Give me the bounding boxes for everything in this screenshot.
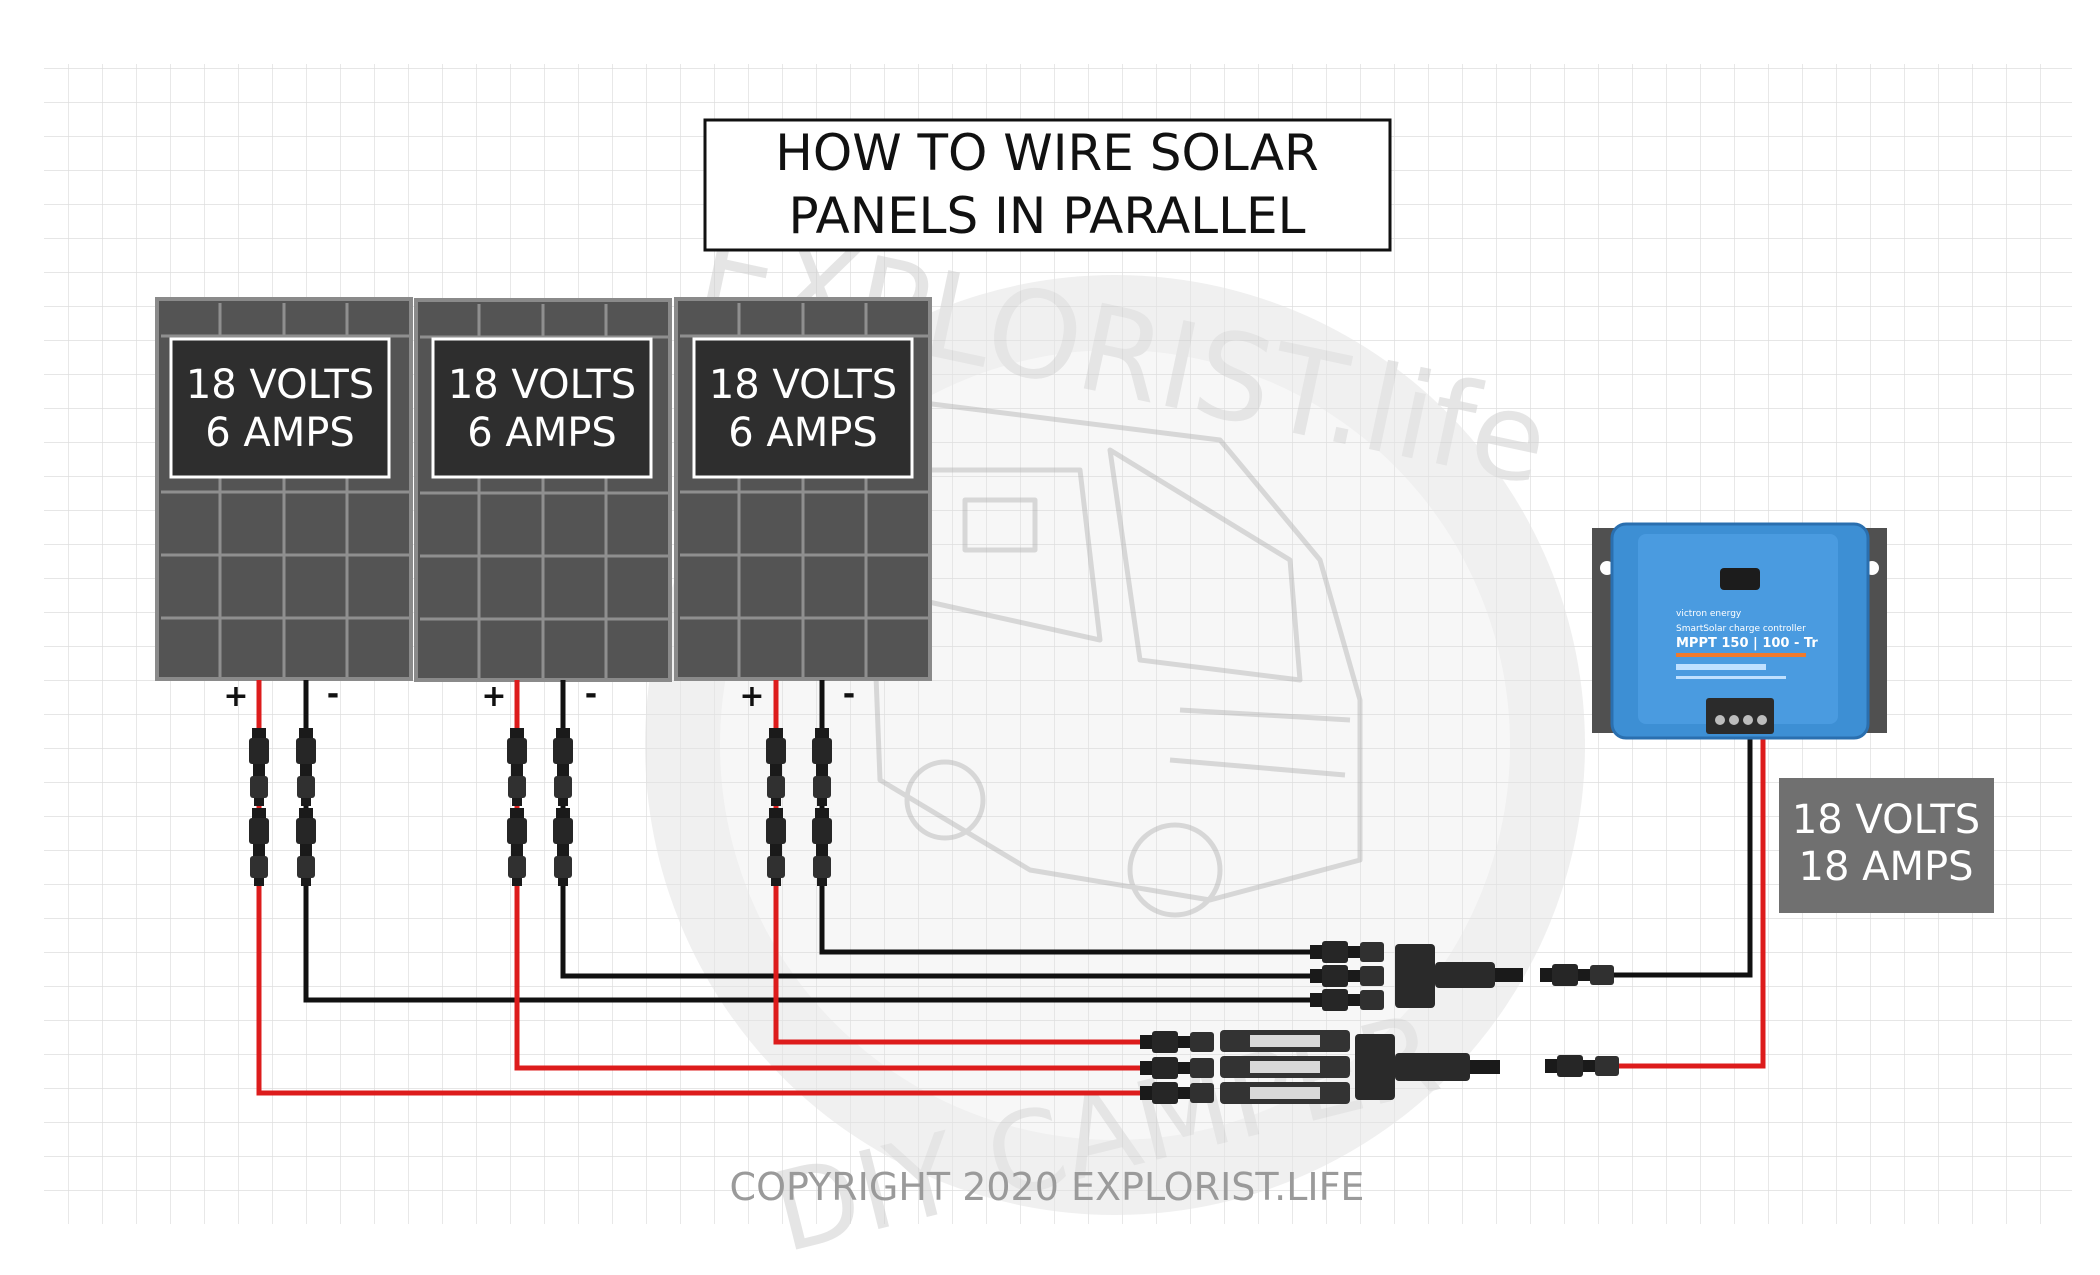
panel-3-minus-label: -	[843, 677, 855, 712]
panel-1-plus-label: +	[223, 679, 248, 714]
positive-branch-connector	[1140, 1030, 1619, 1104]
panel-1-volts: 18 VOLTS	[186, 362, 374, 408]
panel-3-plus-label: +	[739, 679, 764, 714]
terminal-block	[1706, 698, 1774, 734]
panel-1-label-box	[169, 337, 391, 479]
title-box: HOW TO WIRE SOLAR PANELS IN PARALLEL	[703, 118, 1392, 252]
controller-line1: SmartSolar charge controller	[1676, 624, 1806, 634]
bluetooth-window	[1720, 568, 1760, 590]
controller-model: MPPT 150 | 100 - Tr	[1676, 636, 1818, 651]
panel-3-volts: 18 VOLTS	[709, 362, 897, 408]
panel-1-minus-label: -	[327, 677, 339, 712]
panel-3-label-box	[692, 337, 914, 479]
panel-2-label-box	[431, 337, 653, 479]
negative-branch-connector	[1310, 941, 1614, 1011]
panel-1-amps: 6 AMPS	[205, 410, 355, 456]
solar-panel-2: 18 VOLTS 6 AMPS + -	[414, 298, 672, 714]
panel-2-amps: 6 AMPS	[467, 410, 617, 456]
title-line-2: PANELS IN PARALLEL	[789, 187, 1306, 245]
panel-2-volts: 18 VOLTS	[448, 362, 636, 408]
panel-2-plus-label: +	[481, 679, 506, 714]
inline-fuses	[1220, 1030, 1350, 1104]
output-amps: 18 AMPS	[1799, 844, 1974, 890]
panel-3-amps: 6 AMPS	[728, 410, 878, 456]
solar-panel-3: 18 VOLTS 6 AMPS + -	[674, 297, 932, 714]
panel-2-minus-label: -	[585, 677, 597, 712]
output-volts: 18 VOLTS	[1792, 797, 1980, 843]
solar-panel-1: 18 VOLTS 6 AMPS + -	[155, 297, 413, 714]
charge-controller: victron energy SmartSolar charge control…	[1592, 522, 1887, 740]
title-line-1: HOW TO WIRE SOLAR	[775, 124, 1319, 182]
copyright-text: COPYRIGHT 2020 EXPLORIST.LIFE	[730, 1165, 1365, 1209]
controller-brand: victron energy	[1676, 609, 1742, 619]
output-label-box: 18 VOLTS 18 AMPS	[1779, 778, 1994, 913]
